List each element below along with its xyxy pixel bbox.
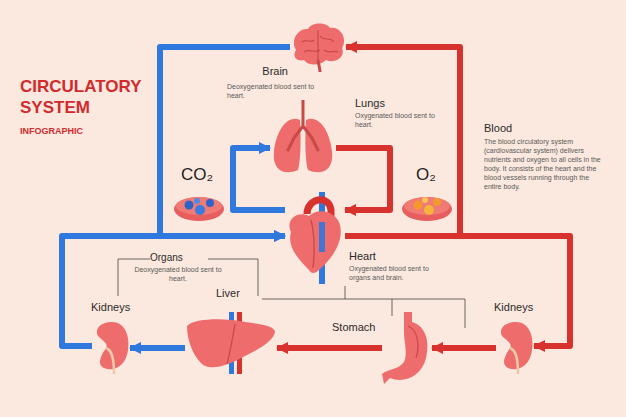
organ-name: Kidneys	[91, 300, 130, 314]
title: CIRCULATORY SYSTEM	[20, 76, 156, 119]
lungs-illustration	[270, 100, 336, 178]
leader-lines	[118, 259, 465, 328]
kidney-illustration	[92, 318, 130, 374]
o2-dish	[402, 197, 452, 221]
o2-label: O₂	[416, 164, 436, 186]
kidney-illustration	[496, 318, 534, 374]
section-text: Deoxygenated blood sent to heart.	[133, 265, 223, 283]
organ-name: Heart	[349, 249, 376, 263]
brain-organ: BrainDeoxygenated blood sent to heart.	[290, 22, 346, 72]
leader-line	[118, 259, 150, 296]
organ-note: Deoxygenated blood sent to heart.	[227, 82, 331, 100]
artery-vessel	[432, 345, 496, 351]
co2-label: CO₂	[181, 164, 213, 186]
kidney-organ: Kidneys	[92, 318, 130, 374]
vein-vessel	[130, 345, 185, 351]
stomach-illustration	[382, 312, 432, 384]
organ-name: Lungs	[355, 96, 385, 110]
vein-vessel	[160, 47, 290, 236]
artery-vessel	[336, 148, 390, 210]
organ-name: Kidneys	[494, 300, 533, 314]
subtitle: INFOGRAPHIC	[20, 126, 83, 138]
co2-dish	[174, 197, 224, 221]
organ-name: Brain	[246, 64, 288, 78]
liver-illustration	[185, 312, 277, 374]
organ-name: Liver	[216, 286, 240, 300]
heart-organ: HeartOxygenated blood sent to organs and…	[285, 192, 345, 284]
organ-name: Stomach	[332, 320, 375, 334]
organ-note: Oxygenated blood sent to heart.	[355, 111, 445, 129]
stomach-organ: Stomach	[382, 312, 432, 384]
leader-line	[345, 286, 346, 299]
section-text: The blood circulatory system (cardiovasc…	[484, 137, 604, 192]
heart-illustration	[285, 192, 345, 284]
liver-organ: Liver	[185, 312, 277, 374]
section-heading: Blood	[484, 121, 512, 135]
lungs-organ: LungsOxygenated blood sent to heart.	[270, 100, 336, 178]
artery-vessel	[277, 345, 382, 351]
leader-line	[392, 299, 393, 316]
brain-illustration	[290, 22, 346, 72]
kidney-organ: Kidneys	[496, 318, 534, 374]
artery-vessel	[345, 236, 570, 346]
section-heading: Organs	[150, 251, 183, 264]
organ-note: Oxygenated blood sent to organs and brai…	[349, 264, 449, 282]
